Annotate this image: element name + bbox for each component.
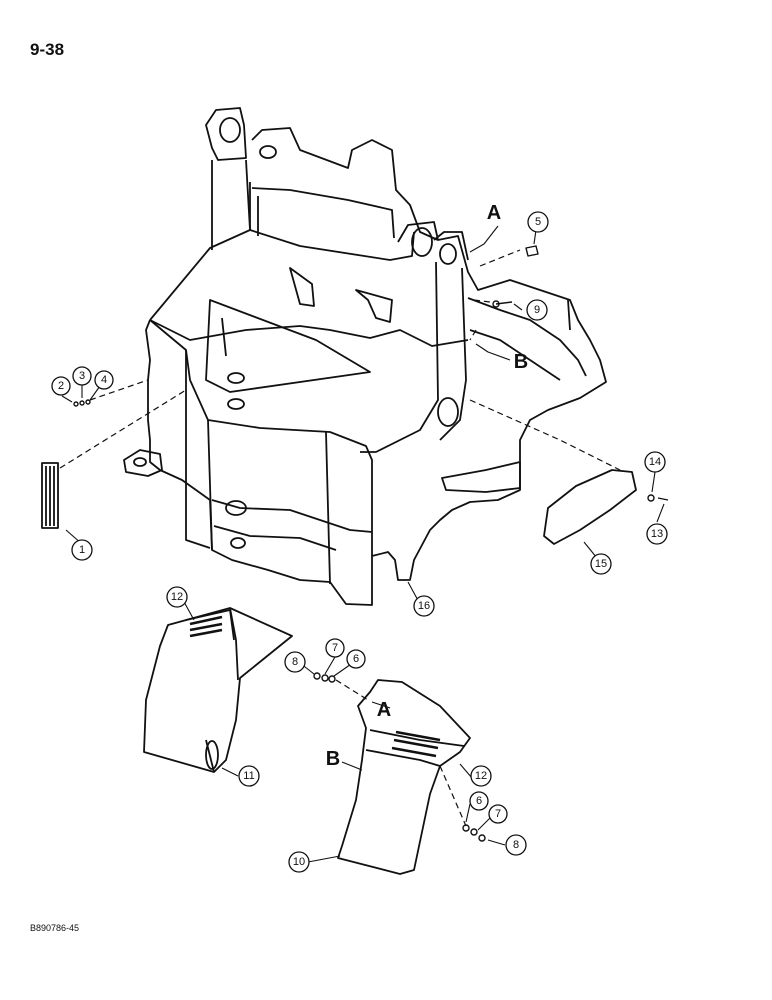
hardware-bolts: [73, 245, 669, 842]
callout-circle-8a: [284, 651, 306, 673]
reference-letter-a-upper: A: [487, 202, 501, 224]
callout-circle-6b: [469, 791, 489, 811]
callout-circle-4: [94, 370, 114, 390]
callout-circle-14: [644, 451, 666, 473]
right-step-part: [337, 679, 471, 875]
callout-circle-2: [51, 376, 71, 396]
callout-circle-6a: [346, 649, 366, 669]
callout-6-lower: 6: [476, 795, 482, 807]
callout-circle-10: [288, 851, 310, 873]
callout-1: 1: [79, 544, 85, 556]
callout-9: 9: [534, 304, 540, 316]
callout-2: 2: [58, 380, 64, 392]
callout-circle-8b: [505, 834, 527, 856]
callout-11: 11: [243, 770, 254, 782]
callout-16: 16: [418, 600, 430, 612]
callout-circle-15: [590, 553, 612, 575]
callout-4: 4: [101, 374, 107, 386]
callout-circle-5: [527, 211, 549, 233]
document-code: B890786-45: [30, 923, 80, 933]
callout-5: 5: [535, 216, 541, 228]
callout-circle-12b: [470, 765, 492, 787]
callout-3: 3: [79, 370, 85, 382]
left-step-part: [143, 607, 293, 773]
cover-plate-part: [543, 469, 637, 545]
callout-circle-9: [526, 299, 548, 321]
callout-circle-7b: [488, 804, 508, 824]
callout-circle-13: [646, 523, 668, 545]
reference-letter-b-upper: B: [514, 351, 528, 373]
callout-circle-12a: [166, 586, 188, 608]
callout-8-lower: 8: [513, 839, 519, 851]
callout-7-upper: 7: [332, 642, 338, 654]
callout-12-upper: 12: [171, 591, 183, 603]
callout-7-lower: 7: [495, 808, 501, 820]
callout-15: 15: [595, 558, 607, 570]
callout-10: 10: [293, 856, 305, 868]
callout-circle-3: [72, 366, 92, 386]
bumper-part: [41, 462, 59, 529]
callout-13: 13: [651, 528, 663, 540]
callout-8-upper: 8: [292, 656, 298, 668]
callout-circle-1: [71, 539, 93, 561]
callout-6-upper: 6: [353, 653, 359, 665]
reference-letter-b-lower: B: [326, 748, 340, 770]
callout-14: 14: [649, 456, 661, 468]
callout-12-lower: 12: [475, 770, 487, 782]
callout-circle-11: [238, 765, 260, 787]
loader-frame-part: [123, 107, 607, 606]
page-number: 9-38: [30, 40, 65, 59]
reference-letter-a-lower: A: [377, 699, 391, 721]
callout-circle-16: [413, 595, 435, 617]
callout-circle-7a: [325, 638, 345, 658]
